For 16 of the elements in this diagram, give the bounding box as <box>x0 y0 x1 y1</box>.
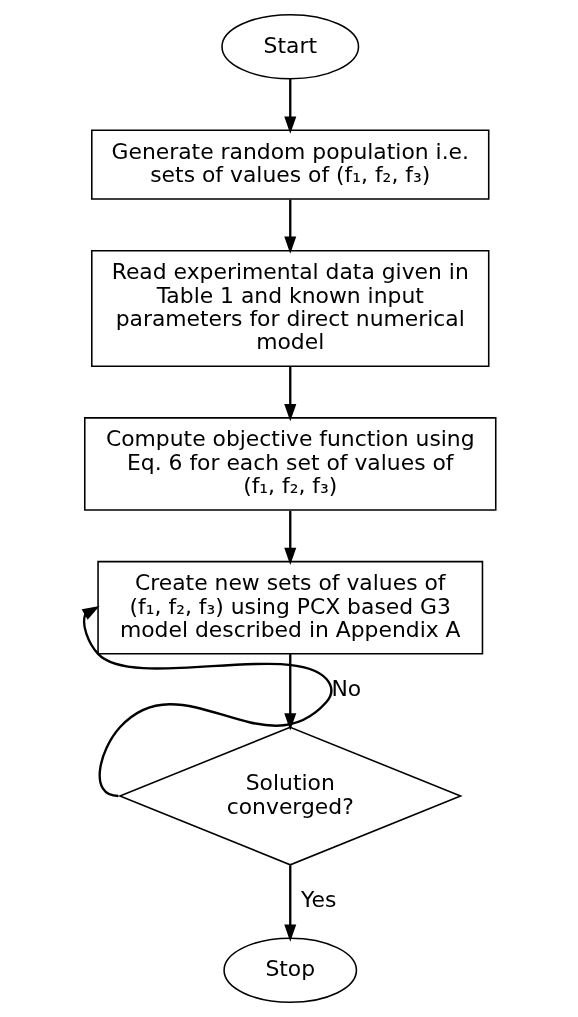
arrow <box>283 199 296 254</box>
node-box: Read experimental data given in Table 1 and known input parameters for direct numerical model <box>90 249 489 368</box>
arrow <box>283 654 296 731</box>
node-box: Generate random population i.e. sets of values of (f₁, f₂, f₃) <box>90 129 489 200</box>
node-diamond: Solution converged? <box>117 726 463 866</box>
edge-label: Yes <box>300 887 336 913</box>
arrow <box>81 605 332 798</box>
arrow <box>283 865 296 942</box>
arrow <box>283 510 296 565</box>
node-ellipse: Stop <box>222 937 357 1004</box>
arrow <box>283 79 296 134</box>
edge-label: No <box>330 676 361 702</box>
node-ellipse: Start <box>220 13 359 80</box>
arrow <box>283 366 296 422</box>
node-box: Compute objective function using Eq. 6 for each set of values of (f₁, f₂, f₃) <box>83 417 497 511</box>
node-box: Create new sets of values of (f₁, f₂, f₃) using PCX based G3 model described in Appendix A <box>96 560 483 655</box>
